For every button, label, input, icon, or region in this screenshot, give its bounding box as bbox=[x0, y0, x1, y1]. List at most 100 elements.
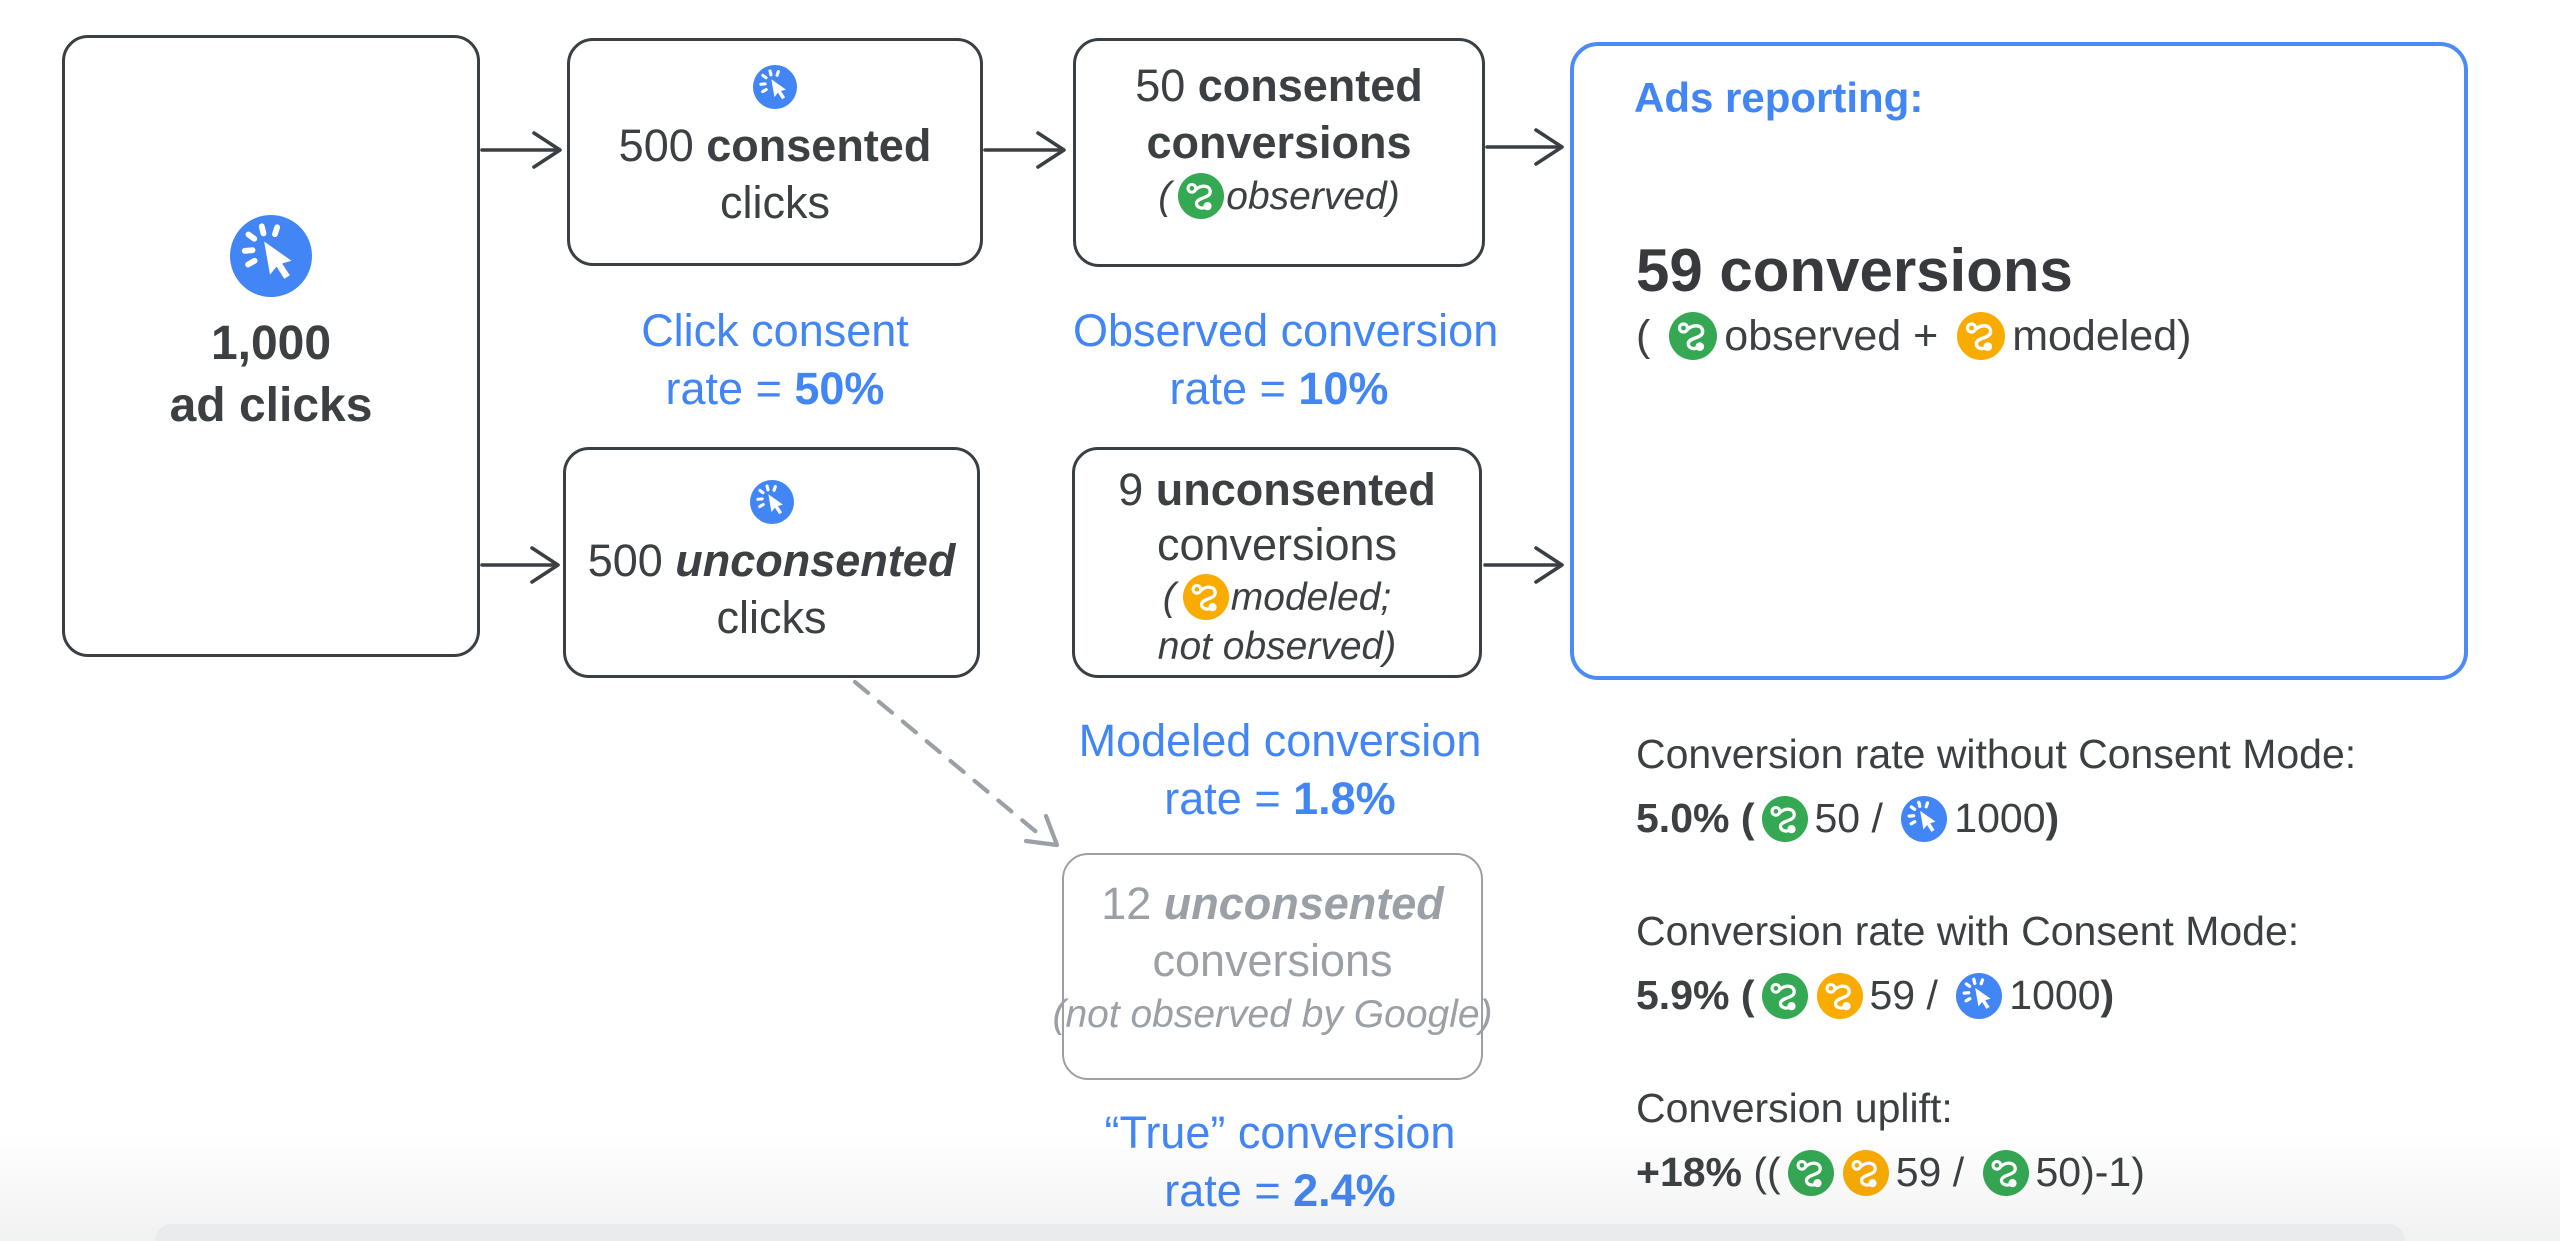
consented-conversions-line2: conversions bbox=[1146, 117, 1412, 168]
stat-label: Conversion rate with Consent Mode: bbox=[1636, 908, 2300, 954]
stat-conversion-rate-with: Conversion rate with Consent Mode: 5.9% … bbox=[1636, 906, 2299, 1024]
value-bold: 5.0% ( bbox=[1636, 795, 1755, 841]
rate-prefix: rate = bbox=[1169, 363, 1299, 414]
count: 9 bbox=[1118, 464, 1156, 515]
emph: unconsented bbox=[1155, 464, 1436, 515]
node-hidden-conversions: 12 unconsented conversions (not observed… bbox=[1052, 853, 1493, 1080]
rate-prefix: rate = bbox=[1164, 773, 1294, 824]
label-observed-conversion-rate: Observed conversion rate = 10% bbox=[1073, 302, 1499, 418]
label-line1: Modeled conversion bbox=[1078, 715, 1482, 766]
note-text: observed) bbox=[1226, 175, 1400, 218]
count: 500 bbox=[587, 535, 676, 586]
rate-value: 1.8% bbox=[1293, 773, 1396, 824]
consented-conversions-note: ( observed) bbox=[1158, 171, 1400, 223]
paren: ( bbox=[1636, 312, 1663, 360]
label-line2: rate = 50% bbox=[567, 360, 983, 418]
emph: consented bbox=[1197, 60, 1423, 111]
label-modeled-conversion-rate: Modeled conversion rate = 1.8% bbox=[1050, 712, 1510, 828]
unconsented-conversions-line2: conversions bbox=[1156, 519, 1398, 570]
label-click-consent-rate: Click consent rate = 50% bbox=[567, 302, 983, 418]
emph: unconsented bbox=[1163, 878, 1444, 929]
observed-conversion-icon bbox=[1762, 973, 1808, 1019]
ad-click-icon bbox=[750, 480, 794, 524]
observed-conversion-icon bbox=[1762, 796, 1808, 842]
rate-value: 50% bbox=[794, 363, 885, 414]
label-line2: rate = 10% bbox=[1073, 360, 1485, 418]
node-unconsented-conversions: 9 unconsented conversions ( modeled; not … bbox=[1072, 447, 1482, 678]
ad-click-icon bbox=[230, 215, 312, 297]
ad-clicks-count: 1,000 bbox=[210, 317, 332, 370]
consented-clicks-line2: clicks bbox=[720, 177, 830, 228]
label-line1: Click consent bbox=[641, 305, 909, 356]
bottom-fade-gradient bbox=[0, 1131, 2560, 1241]
label-true-conversion-rate: “True” conversion rate = 2.4% bbox=[1050, 1104, 1510, 1220]
node-consented-clicks: 500 consented clicks bbox=[567, 38, 983, 266]
hidden-conversions-line1: 12 unconsented bbox=[1101, 875, 1444, 932]
rate-prefix: rate = bbox=[665, 363, 795, 414]
numerator: 50 / bbox=[1814, 795, 1895, 841]
hidden-conversions-note: (not observed by Google) bbox=[1052, 993, 1493, 1036]
unconsented-clicks-line1: 500 unconsented bbox=[588, 532, 956, 589]
paren: ( bbox=[1162, 576, 1176, 619]
modeled-conversion-icon bbox=[1183, 574, 1229, 620]
ads-reporting-headline: 59 conversions bbox=[1636, 237, 2073, 304]
numerator: 59 / bbox=[1896, 1149, 1976, 1195]
unconsented-clicks-line2: clicks bbox=[716, 592, 827, 643]
denominator: 1000 bbox=[2009, 972, 2101, 1018]
arrow-adclicks-to-unconsented bbox=[480, 546, 560, 584]
arrow-adclicks-to-consented bbox=[480, 131, 562, 169]
label-line1: “True” conversion bbox=[1050, 1104, 1510, 1162]
close-paren: ) bbox=[2100, 972, 2115, 1018]
node-consented-conversions: 50 consented conversions ( observed) bbox=[1073, 38, 1485, 267]
label-line2: rate = 1.8% bbox=[1050, 770, 1510, 828]
arrow-dashed-unconsented-to-hidden bbox=[852, 679, 1060, 848]
unconsented-conversions-note: ( modeled; bbox=[1163, 572, 1391, 624]
stat-conversion-uplift: Conversion uplift: +18% (( 59 / 50)-1) bbox=[1636, 1083, 2145, 1201]
emph: consented bbox=[706, 120, 932, 171]
observed-conversion-icon bbox=[1178, 173, 1224, 219]
ads-reporting-panel: Ads reporting: 59 conversions ( observed… bbox=[1570, 42, 2468, 680]
numerator: 59 / bbox=[1869, 972, 1950, 1018]
stat-value: 5.9% ( 59 / 1000) bbox=[1636, 966, 2299, 1024]
stat-value: +18% (( 59 / 50)-1) bbox=[1636, 1143, 2145, 1201]
stat-label: Conversion rate without Consent Mode: bbox=[1636, 731, 2357, 777]
modeled-conversion-icon bbox=[1957, 312, 2005, 360]
hidden-conversions-line2: conversions bbox=[1152, 935, 1393, 986]
ad-clicks-label: ad clicks bbox=[169, 379, 373, 432]
value-bold: +18% bbox=[1636, 1149, 1742, 1195]
arrow-modeled-to-adsreporting bbox=[1483, 546, 1564, 584]
ad-click-icon bbox=[753, 65, 797, 109]
label-line1: Observed conversion bbox=[1073, 305, 1499, 356]
rate-prefix: rate = bbox=[1164, 1165, 1293, 1216]
note-text: modeled; bbox=[1230, 576, 1392, 619]
ad-click-icon bbox=[1901, 796, 1947, 842]
unconsented-conversions-line1: 9 unconsented bbox=[1118, 462, 1436, 517]
modeled-conversion-icon bbox=[1817, 973, 1863, 1019]
node-ad-clicks: 1,000 ad clicks bbox=[62, 35, 480, 657]
stat-conversion-rate-without: Conversion rate without Consent Mode: 5.… bbox=[1636, 729, 2356, 847]
paren: ( bbox=[1158, 175, 1172, 218]
count: 500 bbox=[618, 120, 707, 171]
bottom-rounded-band bbox=[155, 1224, 2405, 1241]
open-parens: (( bbox=[1742, 1149, 1780, 1195]
value-bold: 5.9% ( bbox=[1636, 972, 1755, 1018]
close-paren: ) bbox=[2045, 795, 2060, 841]
count: 12 bbox=[1101, 878, 1164, 929]
arrow-consentedclicks-to-conversions bbox=[983, 131, 1066, 169]
denominator: 50)-1) bbox=[2036, 1149, 2145, 1195]
observed-conversion-icon bbox=[1669, 312, 1717, 360]
unconsented-conversions-note2: not observed) bbox=[1157, 625, 1397, 668]
modeled-text: modeled) bbox=[2012, 312, 2192, 360]
consented-clicks-line1: 500 consented bbox=[619, 117, 932, 174]
stat-label: Conversion uplift: bbox=[1636, 1085, 1953, 1131]
node-unconsented-clicks: 500 unconsented clicks bbox=[563, 447, 980, 678]
rate-value: 10% bbox=[1298, 363, 1389, 414]
observed-text: observed + bbox=[1724, 312, 1951, 360]
label-line2: rate = 2.4% bbox=[1050, 1162, 1510, 1220]
arrow-conversions-to-adsreporting bbox=[1485, 128, 1564, 166]
ad-click-icon bbox=[1956, 973, 2002, 1019]
consented-conversions-line1: 50 consented bbox=[1135, 57, 1423, 114]
stat-value: 5.0% (50 / 1000) bbox=[1636, 789, 2356, 847]
emph: unconsented bbox=[675, 535, 956, 586]
